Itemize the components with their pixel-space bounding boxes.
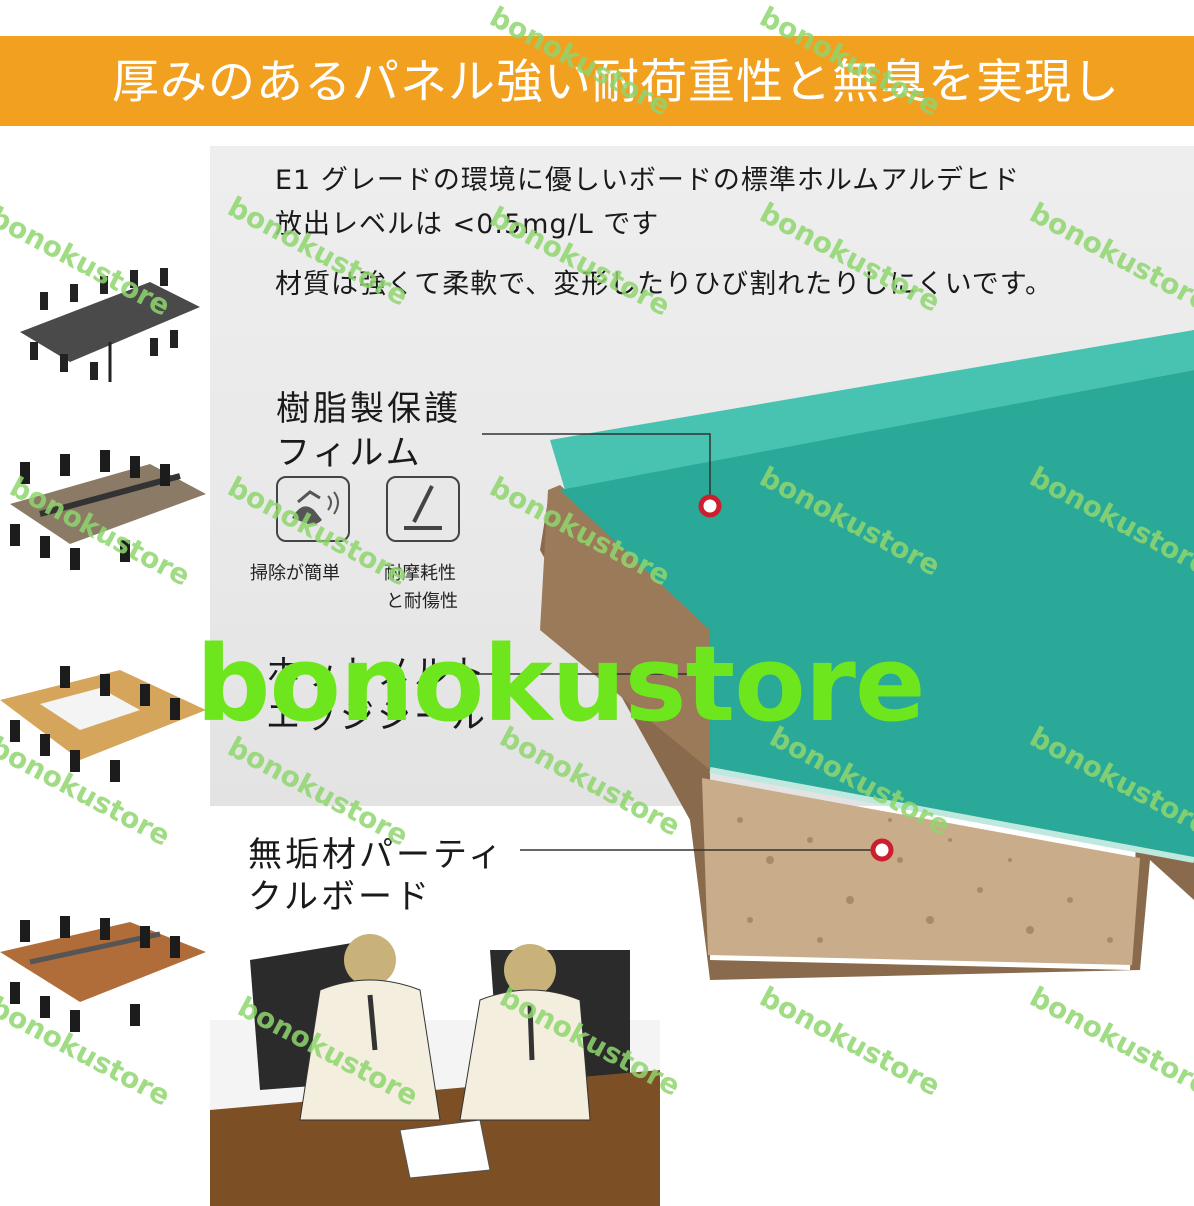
- watermark: bonokustore: [1024, 980, 1194, 1103]
- film-top-surface: [560, 370, 1194, 860]
- table-thumbnail-1: [20, 268, 200, 382]
- wear-caption-1: 耐摩耗性: [384, 563, 456, 584]
- particle-board-face: [702, 778, 1140, 965]
- wear-caption-2: と耐傷性: [386, 591, 458, 612]
- board-illustration: [458, 330, 1194, 980]
- film-marker: [698, 494, 722, 518]
- film-back-edge: [550, 330, 1194, 490]
- particle-label-1: 無垢材パーティ: [248, 835, 505, 875]
- watermark-large: bonokustore: [196, 623, 925, 745]
- meeting-illustration: [210, 934, 660, 1206]
- hotmelt-label-1: ホットメルト: [266, 653, 488, 693]
- film-edge-highlight: [709, 767, 1194, 863]
- description-line-1: E1 グレードの環境に優しいボードの標準ホルムアルデヒド: [275, 165, 1021, 196]
- particle-label-2: クルボード: [248, 877, 432, 917]
- resin-film-label-2: フィルム: [276, 433, 423, 473]
- banner-title: 厚みのあるパネル強い耐荷重性と無臭を実現し: [112, 55, 1120, 110]
- description-line-3: 材質は強くて柔軟で、変形したりひび割れたりしにくいです。: [275, 269, 1054, 300]
- hotmelt-label-2: エッジシール: [266, 697, 488, 737]
- leader-line-film: [482, 433, 711, 506]
- watermark: bonokustore: [754, 980, 946, 1103]
- description-line-2: 放出レベルは <0.5mg/L です: [275, 209, 660, 240]
- table-thumbnail-2: [10, 450, 206, 570]
- particle-texture: [737, 817, 1113, 943]
- wood-edge-left: [540, 485, 710, 770]
- header-banner: [0, 36, 1194, 126]
- particle-marker: [870, 838, 894, 862]
- table-thumbnail-4: [0, 916, 206, 1032]
- resin-film-label-1: 樹脂製保護: [276, 389, 461, 429]
- scratch-resistant-icon: [386, 476, 460, 542]
- easy-clean-caption: 掃除が簡単: [250, 563, 340, 584]
- wood-edge-band: [540, 500, 1194, 980]
- cleaning-icon: [276, 476, 350, 542]
- table-thumbnail-3: [0, 666, 206, 782]
